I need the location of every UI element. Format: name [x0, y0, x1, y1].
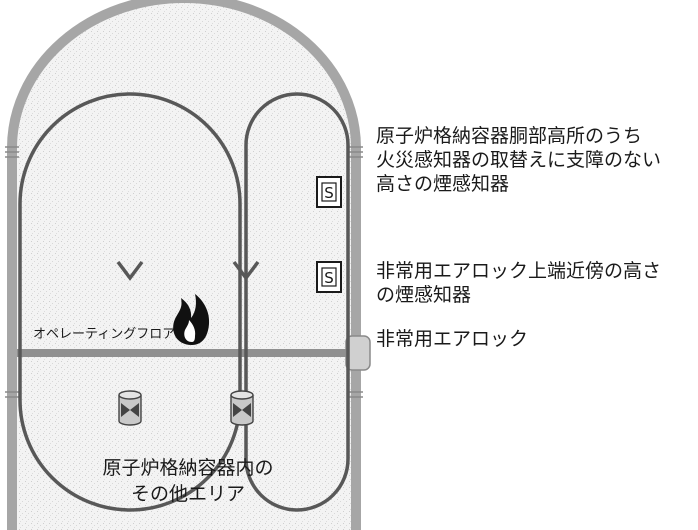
air-flow-loop-left [18, 92, 242, 512]
smoke-sensor-lower: S [316, 261, 342, 293]
airlock-callout: 非常用エアロック [376, 327, 528, 351]
lower-sensor-callout-line1: 非常用エアロック上端近傍の高さ [376, 260, 662, 282]
upper-sensor-callout: 原子炉格納容器胴部高所のうち 火災感知器の取替えに支障のない 高さの煙感知器 [376, 124, 661, 196]
flow-arrow-left [116, 260, 144, 281]
operating-floor-slab [17, 349, 351, 357]
other-area-label-line2: その他エリア [131, 483, 245, 505]
upper-sensor-callout-line3: 高さの煙感知器 [376, 173, 510, 195]
airlock-callout-label: 非常用エアロック [376, 328, 529, 350]
sensor-symbol: S [324, 184, 334, 202]
wall-joint-marks [5, 146, 363, 398]
containment-wall [6, 0, 361, 530]
upper-sensor-callout-line1: 原子炉格納容器胴部高所のうち [376, 125, 643, 147]
emergency-airlock [345, 335, 371, 371]
smoke-sensor-upper: S [316, 176, 342, 208]
other-area-label-line1: 原子炉格納容器内の [102, 457, 273, 479]
lower-sensor-callout-line2: の煙感知器 [376, 284, 472, 306]
cylinder-damper-icon [118, 390, 142, 426]
operating-floor-label: オペレーティングフロア [33, 326, 175, 341]
flame-icon [173, 294, 210, 345]
flow-arrow-right [232, 260, 260, 281]
upper-sensor-callout-line2: 火災感知器の取替えに支障のない [376, 149, 662, 171]
flow-arrows [116, 260, 260, 281]
air-flow-loop-right [244, 92, 350, 512]
lower-sensor-callout: 非常用エアロック上端近傍の高さ の煙感知器 [376, 259, 661, 307]
air-flow-loops [18, 92, 350, 512]
sensor-symbol: S [324, 269, 334, 287]
cylinder-damper-icon [230, 390, 254, 426]
